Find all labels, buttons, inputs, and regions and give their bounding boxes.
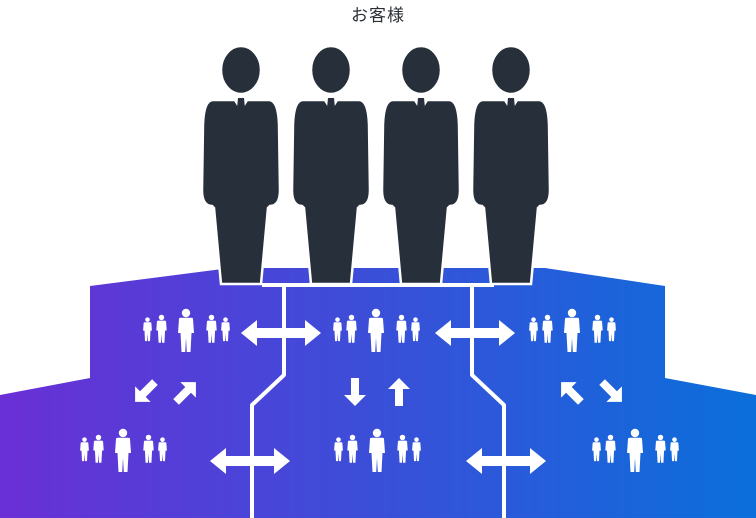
customers-row [200,44,552,286]
team-platform [0,268,756,518]
businessman-icon [470,44,552,286]
businessman-icon [380,44,462,286]
gradient-platform [0,268,756,518]
diagram-title: お客様 [351,6,405,26]
businessman-icon [290,44,372,286]
businessman-icon [200,44,282,286]
